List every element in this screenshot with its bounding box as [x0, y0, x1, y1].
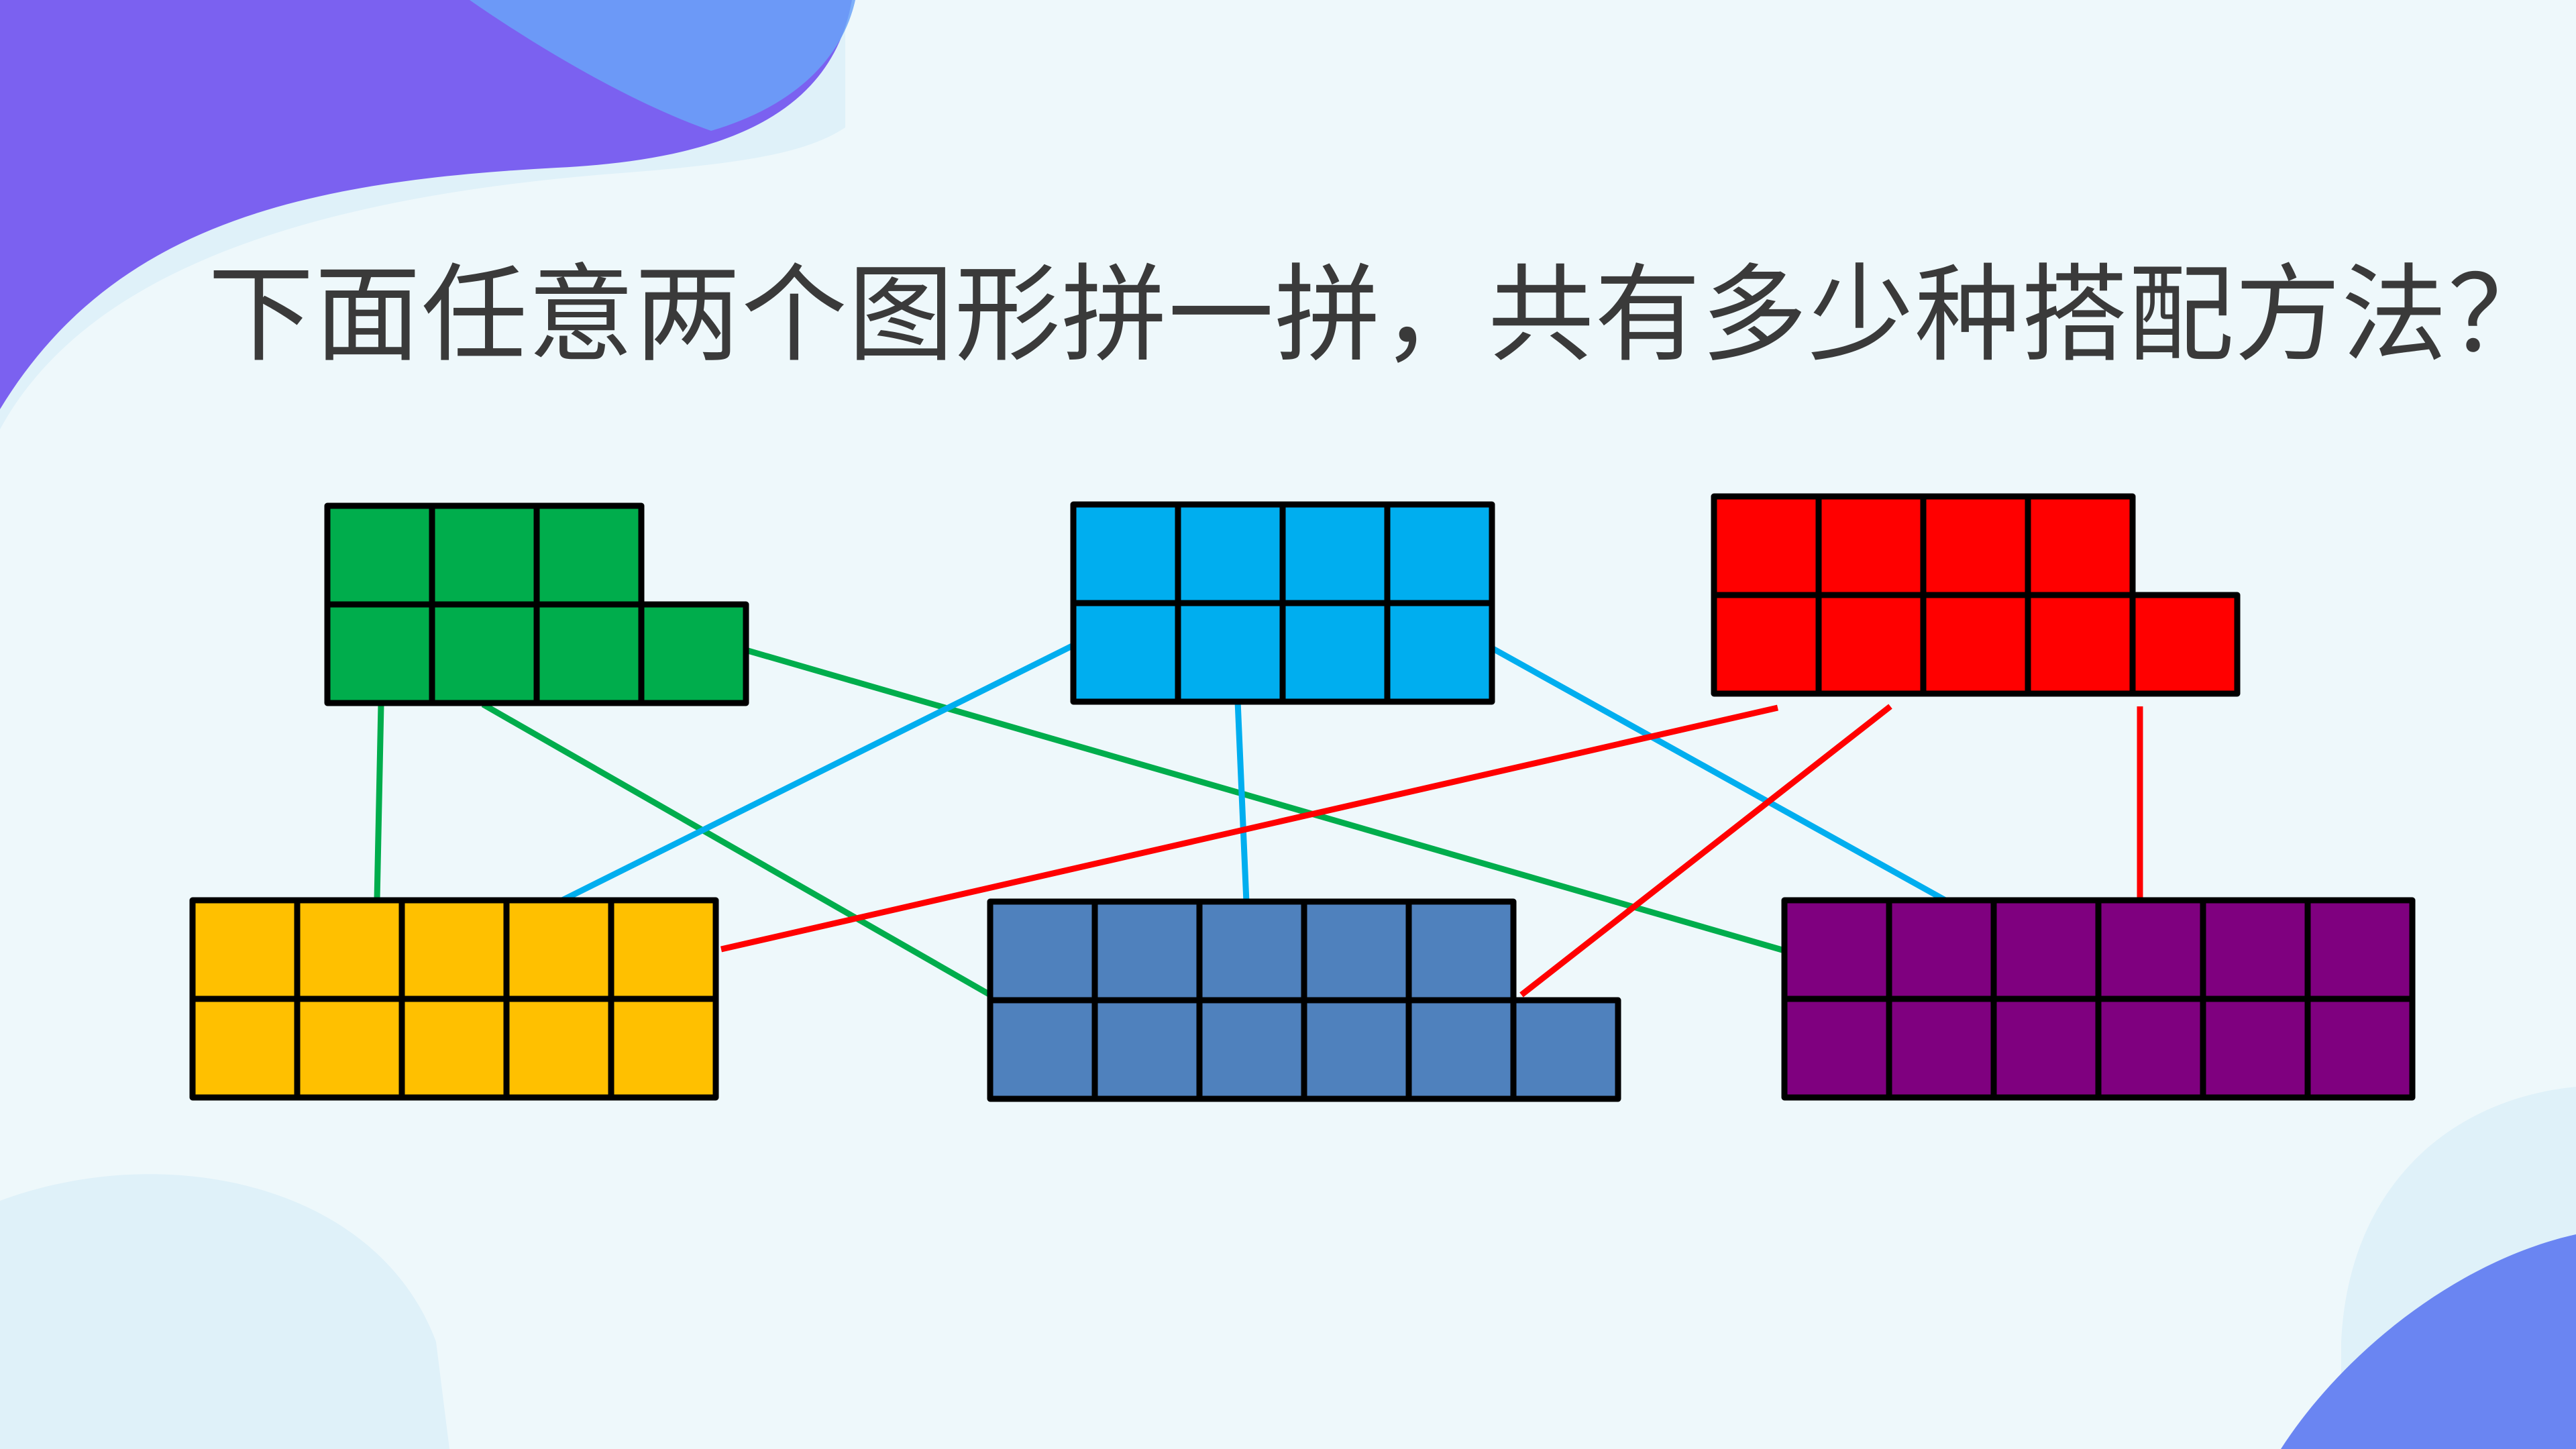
cell-green: [638, 601, 749, 706]
cell-blue: [1175, 600, 1286, 705]
cell-yellow: [189, 897, 301, 1002]
shape-steel: [987, 898, 1621, 1102]
cell-steel: [1405, 898, 1517, 1004]
cell-yellow: [398, 897, 510, 1002]
cell-red: [1815, 493, 1927, 598]
cell-blue: [1070, 600, 1181, 705]
cell-purple: [1781, 996, 1892, 1101]
shape-purple: [1781, 897, 2416, 1101]
cell-yellow: [189, 996, 301, 1101]
connector-blue-purple: [1489, 645, 1947, 903]
block-shapes: [189, 493, 2416, 1102]
connector-green-purple: [747, 647, 1786, 954]
cell-purple: [1886, 996, 1997, 1101]
shape-yellow: [189, 897, 719, 1101]
bottom-right-blob-blue: [2281, 1234, 2576, 1449]
cell-purple: [2200, 897, 2311, 1002]
cell-steel: [1510, 997, 1621, 1102]
cell-red: [1815, 592, 1927, 697]
shape-green: [324, 502, 749, 706]
cell-steel: [1301, 898, 1412, 1004]
cell-blue: [1070, 501, 1181, 606]
cell-blue: [1279, 501, 1391, 606]
cell-red: [2129, 592, 2241, 697]
cell-green: [533, 601, 645, 706]
cell-steel: [987, 898, 1098, 1004]
question-title: 下面任意两个图形拼一拼，共有多少种搭配方法？: [208, 254, 2555, 377]
cell-yellow: [503, 996, 614, 1101]
cell-purple: [2095, 897, 2206, 1002]
cell-blue: [1384, 600, 1495, 705]
cell-green: [324, 502, 435, 608]
cell-yellow: [608, 897, 719, 1002]
top-left-blob-blue: [470, 0, 855, 131]
cell-purple: [1886, 897, 1997, 1002]
cell-red: [1920, 493, 2031, 598]
cell-blue: [1279, 600, 1391, 705]
cell-red: [1711, 592, 1822, 697]
cell-red: [1920, 592, 2031, 697]
connector-blue-yellow: [560, 642, 1075, 904]
cell-red: [1711, 493, 1822, 598]
cell-green: [324, 601, 435, 706]
cell-steel: [987, 997, 1098, 1102]
cell-green: [429, 502, 540, 608]
cell-steel: [1091, 898, 1203, 1004]
cell-blue: [1175, 501, 1286, 606]
cell-purple: [2304, 897, 2416, 1002]
cell-yellow: [294, 897, 405, 1002]
cell-green: [533, 502, 645, 608]
connector-red-steel: [1519, 704, 1892, 998]
cell-purple: [1781, 897, 1892, 1002]
cell-green: [429, 601, 540, 706]
cell-purple: [2200, 996, 2311, 1101]
connector-green-steel: [481, 702, 992, 998]
cell-yellow: [294, 996, 405, 1101]
cell-yellow: [608, 996, 719, 1101]
shape-blue: [1070, 501, 1495, 705]
connector-green-yellow: [374, 704, 384, 901]
connector-red-yellow: [720, 704, 1779, 953]
cell-red: [2025, 493, 2136, 598]
connector-blue-steel: [1234, 700, 1250, 903]
cell-purple: [2095, 996, 2206, 1101]
connection-lines: [374, 642, 2143, 998]
cell-steel: [1196, 997, 1307, 1102]
cell-purple: [2304, 996, 2416, 1101]
cell-yellow: [503, 897, 614, 1002]
cell-purple: [1990, 897, 2102, 1002]
bottom-left-blob-light: [0, 1174, 449, 1449]
cell-red: [2025, 592, 2136, 697]
cell-yellow: [398, 996, 510, 1101]
cell-purple: [1990, 996, 2102, 1101]
cell-steel: [1196, 898, 1307, 1004]
top-left-blob-purple: [0, 0, 852, 409]
shape-red: [1711, 493, 2241, 697]
cell-steel: [1405, 997, 1517, 1102]
cell-blue: [1384, 501, 1495, 606]
cell-steel: [1301, 997, 1412, 1102]
cell-steel: [1091, 997, 1203, 1102]
